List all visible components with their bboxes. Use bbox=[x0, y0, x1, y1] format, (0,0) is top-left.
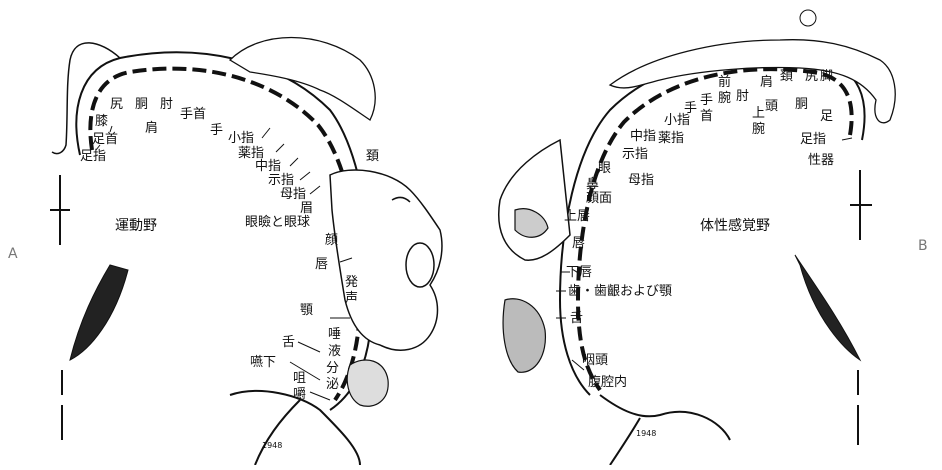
sensory-white-matter bbox=[600, 395, 730, 465]
motor-tongue-drawing bbox=[347, 360, 388, 406]
motor-label-hassei-2: 声 bbox=[345, 291, 358, 306]
motor-label-enge: 嚥下 bbox=[250, 355, 276, 370]
motor-label-shiri: 尻 bbox=[110, 97, 123, 112]
motor-label-tekubi: 手首 bbox=[180, 107, 206, 122]
motor-label-hitosashiyubi: 示指 bbox=[268, 173, 294, 188]
motor-label-daeki-3: 分 bbox=[326, 361, 339, 376]
sensory-label-tekubi-1: 手 bbox=[700, 93, 713, 108]
motor-label-soshaku-1: 咀 bbox=[293, 371, 306, 386]
motor-label-kuchibiru: 唇 bbox=[315, 257, 328, 272]
motor-label-kubi: 頚 bbox=[366, 149, 379, 164]
motor-ventricle-drawing bbox=[70, 265, 128, 360]
sensory-label-shiri: 尻 bbox=[805, 69, 818, 84]
motor-label-dou: 胴 bbox=[135, 97, 148, 112]
motor-label-hiza: 膝 bbox=[95, 114, 108, 129]
sensory-label-kuchibiru: 唇 bbox=[572, 236, 585, 251]
sensory-label-hitosashiyubi: 示指 bbox=[622, 147, 648, 162]
sensory-title: 体性感覚野 bbox=[700, 217, 770, 234]
motor-label-shita: 舌 bbox=[282, 335, 295, 350]
motor-label-hiji: 肘 bbox=[160, 97, 173, 112]
sensory-label-dou: 胴 bbox=[795, 97, 808, 112]
sensory-label-kusuriyubi: 薬指 bbox=[658, 131, 684, 146]
motor-leader-lines bbox=[96, 126, 352, 400]
motor-label-mayu: 眉 bbox=[300, 201, 313, 216]
sensory-label-tekubi-2: 首 bbox=[700, 109, 713, 124]
motor-label-kata: 肩 bbox=[145, 120, 158, 136]
sensory-label-seiki: 性器 bbox=[808, 153, 834, 168]
motor-label-soshaku-2: 嚼 bbox=[293, 387, 306, 402]
sensory-label-ganmen: 顔面 bbox=[586, 191, 612, 206]
sensory-label-kyaku: 脚 bbox=[820, 68, 833, 84]
sensory-label-koyubi: 小指 bbox=[664, 113, 690, 128]
sensory-hemisphere-line-1 bbox=[850, 170, 872, 240]
motor-label-eyelid: 眼瞼と眼球 bbox=[245, 214, 310, 230]
sensory-label-atama: 頭 bbox=[765, 99, 778, 114]
motor-label-kao: 顔 bbox=[325, 233, 338, 248]
motor-label-ashikubi: 足首 bbox=[92, 132, 118, 147]
sensory-label-shita: 舌 bbox=[570, 311, 583, 326]
sensory-label-ha: 歯・歯齦および顎 bbox=[568, 284, 672, 299]
motor-label-ashiyubi: 足指 bbox=[80, 149, 106, 164]
sensory-label-ashiyubi: 足指 bbox=[800, 132, 826, 147]
sensory-panel: 体性感覚野 性器 足指 足 脚 尻 胴 頚 頭 肩 上 腕 肘 前 腕 手 首 … bbox=[499, 10, 928, 465]
sensory-label-uwakuchibiru: 上唇 bbox=[564, 209, 590, 224]
sensory-face-drawing bbox=[499, 140, 570, 260]
motor-label-nakayubi: 中指 bbox=[255, 159, 281, 174]
motor-label-daeki-4: 泌 bbox=[326, 377, 339, 392]
sensory-label-zenwan-1: 前 bbox=[718, 74, 731, 90]
motor-label-koyubi: 小指 bbox=[228, 131, 254, 146]
sensory-ventricle-drawing bbox=[795, 255, 860, 360]
sensory-label-ashi: 足 bbox=[820, 109, 833, 124]
sensory-label-nakayubi: 中指 bbox=[630, 129, 656, 144]
motor-label-daeki-2: 液 bbox=[328, 344, 341, 359]
motor-title: 運動野 bbox=[115, 218, 157, 234]
sensory-label-kubi: 頚 bbox=[780, 69, 793, 84]
sensory-label-zenwan-2: 腕 bbox=[718, 90, 731, 106]
sensory-label-kata: 肩 bbox=[760, 74, 773, 90]
sensory-label-oyayubi: 母指 bbox=[628, 173, 654, 188]
sensory-label-hana: 鼻 bbox=[586, 176, 599, 192]
sensory-label-fukukounai: 腹腔内 bbox=[588, 374, 627, 390]
sensory-label-intou: 咽頭 bbox=[582, 353, 608, 368]
sensory-label-joukan-2: 腕 bbox=[752, 121, 765, 137]
sensory-signature: 1948 bbox=[636, 429, 656, 438]
motor-label-hassei-1: 発 bbox=[345, 275, 358, 290]
motor-hemisphere-line-1 bbox=[50, 175, 70, 245]
panel-label-a: A bbox=[8, 246, 18, 262]
sensory-label-hiji: 肘 bbox=[736, 89, 749, 104]
sensory-tongue-drawing bbox=[503, 299, 545, 373]
motor-panel: 運動野 足指 足首 膝 尻 胴 肩 肘 手首 手 小指 薬指 中指 示指 母指 … bbox=[8, 38, 442, 466]
panel-label-b: B bbox=[918, 238, 928, 254]
motor-label-oyayubi: 母指 bbox=[280, 187, 306, 202]
sensory-label-joukan-1: 上 bbox=[752, 106, 765, 121]
motor-label-ago: 顎 bbox=[300, 303, 313, 318]
motor-signature: 1948 bbox=[262, 441, 282, 450]
sensory-head-drawing bbox=[800, 10, 816, 26]
motor-label-daeki: 唾 bbox=[328, 327, 341, 342]
motor-mouth-drawing bbox=[406, 243, 434, 287]
motor-strip-dashed bbox=[90, 69, 360, 400]
sensory-label-me: 眼 bbox=[598, 161, 611, 176]
motor-hand-drawing bbox=[230, 38, 375, 121]
motor-label-te: 手 bbox=[210, 123, 223, 138]
